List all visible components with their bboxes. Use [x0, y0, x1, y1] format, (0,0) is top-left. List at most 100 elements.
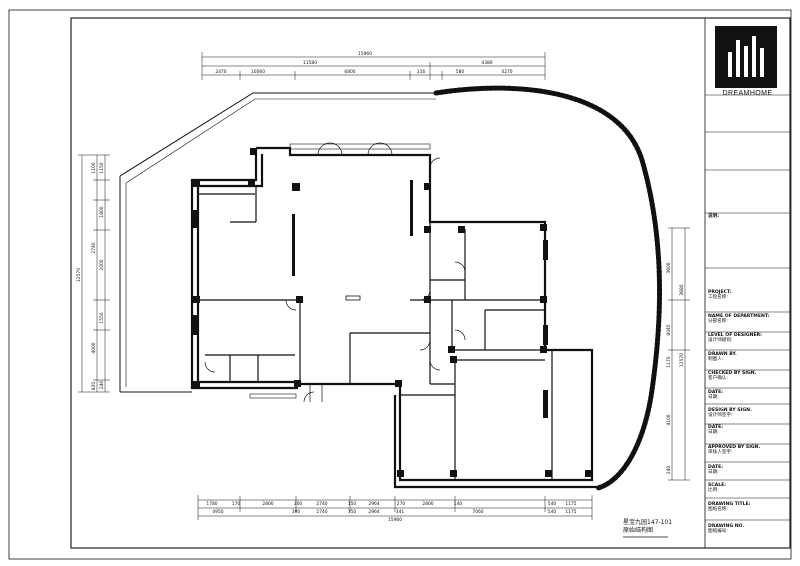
- structural-columns: [193, 148, 592, 477]
- dim-bottom-upper-13: 1175: [565, 501, 576, 507]
- dim-bottom-lower-8: 540: [548, 509, 557, 515]
- dim-bottom-lower-3: 2740: [316, 509, 327, 515]
- sheet-inner-border: [70, 17, 791, 549]
- dim-top-seg-5: 580: [456, 69, 465, 75]
- approved-by-value: 审核人签字:: [708, 450, 733, 456]
- dim-bottom-lower-7: 7060: [472, 509, 483, 515]
- dim-right-a3: 1170: [666, 356, 672, 367]
- scale-label: SCALE:: [708, 483, 727, 488]
- drawing-title-label: DRAWING TITLE:: [708, 502, 751, 507]
- exterior-walls: [190, 146, 598, 489]
- terrace-outline-inner: [125, 98, 436, 184]
- title-block: DREAMHOME 说明: PROJECT: 工程名称: NAME OF DEP…: [705, 18, 790, 548]
- brand-name: DREAMHOME: [722, 90, 773, 97]
- dim-bottom-lower-4: 150: [348, 509, 357, 515]
- dim-top-seg-6: 4270: [501, 69, 512, 75]
- dim-right-b2: 3680: [679, 284, 685, 295]
- dim-bottom-lower-2: 300: [292, 509, 301, 515]
- drawn-by-value: 制图人:: [708, 357, 724, 363]
- caption-title: 原始结构图: [623, 527, 654, 534]
- dim-left-a5: 2000: [99, 259, 105, 270]
- dim-top-seg-2: 10060: [251, 69, 265, 75]
- design-by-row: DESIGN BY SIGN. 设计师签字:: [708, 408, 788, 419]
- drawing-title-value: 图纸名称:: [708, 507, 728, 513]
- dim-top-seg-4: 316: [417, 69, 426, 75]
- drawing-no-label: DRAWING NO.: [708, 524, 745, 529]
- notes-label: 说明:: [708, 214, 720, 219]
- approved-by-row: APPROVED BY SIGN. 审核人签字:: [708, 445, 788, 456]
- drawing-no-value: 图纸编号:: [708, 529, 728, 535]
- level-value: 设计师级别:: [708, 338, 733, 344]
- dim-top-mid: 11580: [303, 60, 317, 66]
- garden-hedge: [433, 85, 663, 491]
- dim-left-total: 12570: [76, 268, 82, 282]
- dim-bottom-upper-8: 270: [397, 501, 406, 507]
- garden-hedge-core: [435, 87, 661, 489]
- dreamhome-logo: [715, 26, 777, 88]
- dim-bottom-lower-6: 341: [396, 509, 405, 515]
- dim-bottom-lower-1: 4950: [212, 509, 223, 515]
- date-label-2: DATE:: [708, 425, 724, 430]
- dim-top-overall: 15960: [358, 51, 372, 57]
- bars-logo-icon: [719, 30, 773, 84]
- dim-bottom-upper-1: 1780: [206, 501, 217, 507]
- design-by-value: 设计师签字:: [708, 413, 733, 419]
- bottom-dimension-lines: [197, 495, 593, 520]
- project-label: PROJECT:: [708, 290, 732, 295]
- terrace-outline: [119, 92, 445, 177]
- date-value-3: 日期:: [708, 470, 719, 476]
- department-label: NAME OF DEPARTMENT:: [708, 314, 770, 319]
- dim-left-a4: 2740: [91, 242, 97, 253]
- dim-bottom-upper-6: 150: [348, 501, 357, 507]
- project-row: PROJECT: 工程名称:: [708, 290, 788, 301]
- project-value: 工程名称:: [708, 295, 728, 301]
- department-value: 分部名称:: [708, 319, 728, 325]
- dim-right-b1: 12570: [679, 353, 685, 367]
- drawing-title-row: DRAWING TITLE: 图纸名称:: [708, 502, 788, 513]
- dim-bottom-total: 15960: [388, 517, 402, 523]
- dim-right-a4: 4100: [666, 414, 672, 425]
- dim-bottom-upper-2: 170: [232, 501, 241, 507]
- right-dimension-lines: [668, 227, 690, 481]
- approved-by-label: APPROVED BY SIGN.: [708, 445, 761, 450]
- design-by-label: DESIGN BY SIGN.: [708, 408, 752, 413]
- date-row-1: DATE: 日期:: [708, 390, 788, 401]
- dim-bottom-lower-9: 1175: [565, 509, 576, 515]
- scale-row: SCALE: 比例:: [708, 483, 788, 494]
- level-label: LEVEL OF DESIGNER:: [708, 333, 763, 338]
- checked-by-label: CHECKED BY SIGN.: [708, 371, 757, 376]
- left-dimension-lines: [78, 154, 110, 393]
- dim-bottom-upper-10: 140: [454, 501, 463, 507]
- interior-fixtures: [193, 180, 548, 418]
- date-label-3: DATE:: [708, 465, 724, 470]
- interior-walls: [198, 186, 553, 480]
- dim-left-a9: 820: [91, 382, 97, 391]
- dim-right-a2: 8045: [666, 324, 672, 335]
- dim-left-a7: 4000: [91, 342, 97, 353]
- date-row-2: DATE: 日期:: [708, 425, 788, 436]
- dim-bottom-upper-3: 2800: [262, 501, 273, 507]
- date-value-1: 日期:: [708, 395, 719, 401]
- dim-top-right: 4380: [481, 60, 492, 66]
- dim-top-seg-1: 2470: [215, 69, 226, 75]
- date-label-1: DATE:: [708, 390, 724, 395]
- door-swings: [204, 142, 466, 403]
- dim-bottom-upper-4: 300: [294, 501, 303, 507]
- drawn-by-row: DRAWN BY. 制图人:: [708, 352, 788, 363]
- dim-left-a2: 1150: [99, 162, 105, 173]
- dim-right-a1: 3600: [666, 262, 672, 273]
- dim-bottom-lower-5: 2964: [368, 509, 379, 515]
- dim-right-a5: 240: [666, 466, 672, 475]
- notes-block: 说明:: [708, 214, 788, 219]
- top-dimension-lines: [201, 52, 546, 80]
- dim-left-a3: 1800: [99, 206, 105, 217]
- dim-left-a8: 240: [99, 381, 105, 390]
- dim-bottom-upper-12: 540: [548, 501, 557, 507]
- drawing-caption: 星宝九园147-101 原始结构图: [623, 519, 672, 535]
- department-row: NAME OF DEPARTMENT: 分部名称:: [708, 314, 788, 325]
- title-block-lines: [705, 94, 790, 521]
- dim-bottom-upper-9: 2800: [422, 501, 433, 507]
- drawing-no-row: DRAWING NO. 图纸编号:: [708, 524, 788, 535]
- sheet-outer-border: [8, 9, 792, 560]
